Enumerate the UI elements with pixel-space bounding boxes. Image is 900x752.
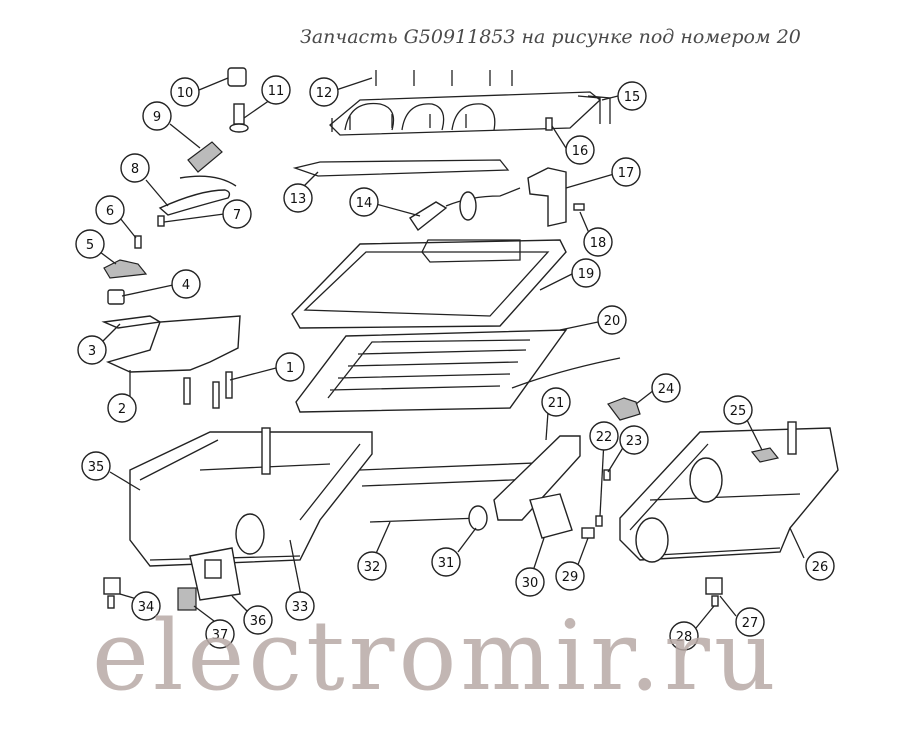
svg-text:36: 36 [250,614,267,629]
svg-text:29: 29 [562,570,579,585]
callout-3: 3 [77,335,107,365]
svg-text:19: 19 [578,267,595,282]
callout-16: 16 [565,135,595,165]
svg-text:15: 15 [624,90,641,105]
callout-35: 35 [81,451,111,481]
svg-text:6: 6 [106,204,114,219]
svg-text:27: 27 [742,616,759,631]
callout-7: 7 [222,199,252,229]
svg-text:4: 4 [182,278,190,293]
svg-text:37: 37 [212,628,229,643]
callout-32: 32 [357,551,387,581]
callout-27: 27 [735,607,765,637]
callout-30: 30 [515,567,545,597]
callout-21: 21 [541,387,571,417]
svg-text:20: 20 [604,314,621,329]
svg-text:21: 21 [548,396,565,411]
svg-text:8: 8 [131,162,139,177]
svg-text:7: 7 [233,208,241,223]
callout-5: 5 [75,229,105,259]
callout-4: 4 [171,269,201,299]
callout-29: 29 [555,561,585,591]
svg-text:31: 31 [438,556,455,571]
callout-13: 13 [283,183,313,213]
svg-text:23: 23 [626,434,643,449]
svg-text:26: 26 [812,560,829,575]
callout-26: 26 [805,551,835,581]
svg-text:18: 18 [590,236,607,251]
callouts: 1 2 3 4 5 6 7 8 9 10 11 12 13 14 15 16 1… [75,75,835,651]
callout-31: 31 [431,547,461,577]
callout-6: 6 [95,195,125,225]
svg-text:35: 35 [88,460,105,475]
callout-18: 18 [583,227,613,257]
svg-text:11: 11 [268,84,285,99]
callout-25: 25 [723,395,753,425]
callout-14: 14 [349,187,379,217]
callout-2: 2 [107,393,137,423]
svg-text:25: 25 [730,404,747,419]
svg-text:9: 9 [153,110,161,125]
watermark: electromir.ru [92,600,780,712]
callout-34: 34 [131,591,161,621]
callout-28: 28 [669,621,699,651]
callout-20: 20 [597,305,627,335]
callout-10: 10 [170,77,200,107]
svg-text:24: 24 [658,382,675,397]
callout-17: 17 [611,157,641,187]
svg-text:28: 28 [676,630,693,645]
callout-12: 12 [309,77,339,107]
callout-24: 24 [651,373,681,403]
callout-33: 33 [285,591,315,621]
svg-text:14: 14 [356,196,373,211]
callout-19: 19 [571,258,601,288]
svg-text:10: 10 [177,86,194,101]
svg-text:22: 22 [596,430,613,445]
callout-36: 36 [243,605,273,635]
callout-1: 1 [275,352,305,382]
svg-text:2: 2 [118,402,126,417]
svg-text:34: 34 [138,600,155,615]
svg-text:5: 5 [86,238,94,253]
svg-text:12: 12 [316,86,333,101]
svg-text:17: 17 [618,166,635,181]
svg-text:32: 32 [364,560,381,575]
svg-text:33: 33 [292,600,309,615]
svg-text:1: 1 [286,361,294,376]
part-drawings [101,67,839,611]
callout-37: 37 [205,619,235,649]
callout-9: 9 [142,101,172,131]
svg-text:13: 13 [290,192,307,207]
svg-text:30: 30 [522,576,539,591]
callout-23: 23 [619,425,649,455]
callout-15: 15 [617,81,647,111]
callout-11: 11 [261,75,291,105]
svg-text:3: 3 [88,344,96,359]
diagram-title: Запчасть G50911853 на рисунке под номеро… [300,26,801,48]
callout-8: 8 [120,153,150,183]
callout-22: 22 [589,421,619,451]
svg-text:16: 16 [572,144,589,159]
